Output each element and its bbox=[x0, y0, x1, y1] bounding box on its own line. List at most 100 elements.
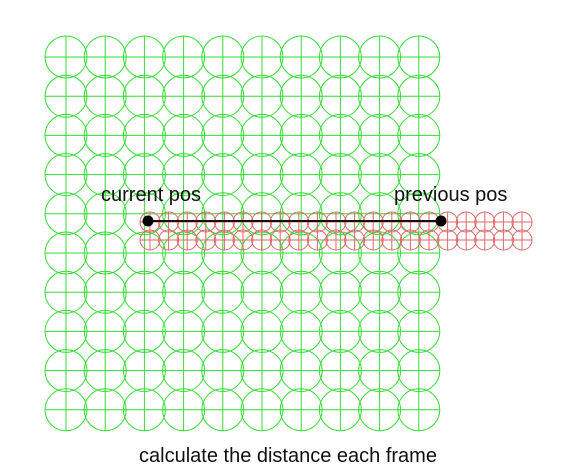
green-grid-cell bbox=[397, 388, 441, 432]
red-grid-cell bbox=[251, 229, 273, 251]
green-grid-cell bbox=[279, 349, 323, 393]
green-grid-cell bbox=[240, 388, 284, 432]
green-grid-cell bbox=[162, 74, 206, 118]
green-grid-cell bbox=[201, 74, 245, 118]
red-grid-cell bbox=[399, 229, 421, 251]
green-grid-cell bbox=[122, 309, 166, 353]
green-grid-cell bbox=[279, 270, 323, 314]
green-grid-cell bbox=[44, 74, 88, 118]
green-grid-cell bbox=[279, 74, 323, 118]
red-grid-cell bbox=[195, 229, 217, 251]
green-grid-cell bbox=[279, 113, 323, 157]
previous-pos-label: previous pos bbox=[394, 184, 507, 206]
red-grid-cell bbox=[139, 229, 161, 251]
red-grid-cell bbox=[492, 211, 514, 233]
green-grid-cell bbox=[83, 231, 127, 275]
green-grid-cell bbox=[201, 153, 245, 197]
green-grid-cell bbox=[201, 349, 245, 393]
current-pos-point bbox=[142, 215, 154, 227]
green-grid-cell bbox=[358, 113, 402, 157]
green-grid-cell bbox=[318, 153, 362, 197]
green-grid-cell bbox=[397, 270, 441, 314]
green-grid-cell bbox=[122, 35, 166, 79]
green-grid-cell bbox=[318, 270, 362, 314]
green-grid-cell bbox=[122, 270, 166, 314]
green-grid-cell bbox=[279, 231, 323, 275]
green-grid-cell bbox=[201, 113, 245, 157]
red-grid-cell bbox=[306, 229, 328, 251]
green-grid-cell bbox=[201, 388, 245, 432]
red-grid-cell bbox=[474, 229, 496, 251]
green-grid-cell bbox=[318, 35, 362, 79]
current-pos-label: current pos bbox=[101, 184, 201, 206]
green-grid-cell bbox=[44, 192, 88, 236]
red-grid-cell bbox=[269, 229, 291, 251]
green-grid-cell bbox=[318, 113, 362, 157]
previous-pos-point bbox=[435, 215, 447, 227]
green-grid-cell bbox=[162, 388, 206, 432]
red-grid-cell bbox=[455, 211, 477, 233]
green-grid-cell bbox=[44, 231, 88, 275]
green-circle-grid bbox=[44, 35, 441, 432]
green-grid-cell bbox=[358, 349, 402, 393]
green-grid-cell bbox=[397, 35, 441, 79]
red-grid-cell bbox=[325, 229, 347, 251]
green-grid-cell bbox=[162, 270, 206, 314]
green-grid-cell bbox=[122, 349, 166, 393]
green-grid-cell bbox=[240, 309, 284, 353]
green-grid-cell bbox=[162, 113, 206, 157]
green-grid-cell bbox=[44, 113, 88, 157]
red-grid-cell bbox=[437, 229, 459, 251]
red-grid-cell bbox=[511, 211, 533, 233]
green-grid-cell bbox=[44, 388, 88, 432]
green-grid-cell bbox=[44, 270, 88, 314]
red-grid-cell bbox=[158, 229, 180, 251]
green-grid-cell bbox=[397, 74, 441, 118]
green-grid-cell bbox=[397, 113, 441, 157]
green-grid-cell bbox=[358, 309, 402, 353]
green-grid-cell bbox=[397, 349, 441, 393]
green-grid-cell bbox=[318, 74, 362, 118]
green-grid-cell bbox=[201, 309, 245, 353]
red-grid-cell bbox=[455, 229, 477, 251]
green-grid-cell bbox=[162, 309, 206, 353]
red-circle-grid bbox=[139, 211, 533, 251]
green-grid-cell bbox=[122, 388, 166, 432]
green-grid-cell bbox=[83, 309, 127, 353]
green-grid-cell bbox=[201, 270, 245, 314]
green-grid-cell bbox=[358, 388, 402, 432]
green-grid-cell bbox=[358, 35, 402, 79]
green-grid-cell bbox=[240, 153, 284, 197]
green-grid-cell bbox=[397, 153, 441, 197]
green-grid-cell bbox=[279, 388, 323, 432]
red-grid-cell bbox=[381, 229, 403, 251]
green-grid-cell bbox=[279, 153, 323, 197]
green-grid-cell bbox=[83, 74, 127, 118]
green-grid-cell bbox=[279, 35, 323, 79]
red-grid-cell bbox=[511, 229, 533, 251]
red-grid-cell bbox=[232, 229, 254, 251]
green-grid-cell bbox=[83, 35, 127, 79]
green-grid-cell bbox=[358, 74, 402, 118]
green-grid-cell bbox=[240, 270, 284, 314]
red-grid-cell bbox=[474, 211, 496, 233]
green-grid-cell bbox=[318, 349, 362, 393]
green-grid-cell bbox=[83, 349, 127, 393]
green-grid-cell bbox=[240, 74, 284, 118]
green-grid-cell bbox=[44, 349, 88, 393]
green-grid-cell bbox=[44, 35, 88, 79]
green-grid-cell bbox=[83, 113, 127, 157]
red-grid-cell bbox=[344, 229, 366, 251]
green-grid-cell bbox=[240, 349, 284, 393]
green-grid-cell bbox=[44, 309, 88, 353]
green-grid-cell bbox=[44, 153, 88, 197]
green-grid-cell bbox=[318, 388, 362, 432]
green-grid-cell bbox=[162, 35, 206, 79]
red-grid-cell bbox=[492, 229, 514, 251]
red-grid-cell bbox=[176, 229, 198, 251]
green-grid-cell bbox=[240, 113, 284, 157]
caption: calculate the distance each frame bbox=[139, 445, 437, 467]
green-grid-cell bbox=[122, 113, 166, 157]
green-grid-cell bbox=[201, 35, 245, 79]
